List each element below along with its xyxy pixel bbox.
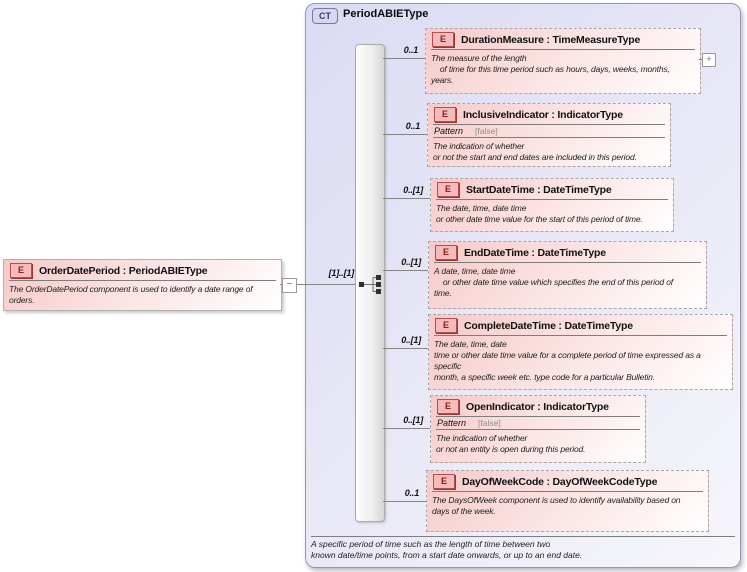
element-title: StartDateTime : DateTimeType: [466, 183, 612, 196]
element-annotation: The indication of whether or not the sta…: [433, 141, 637, 162]
element-icon: E: [437, 182, 459, 197]
divider: [433, 124, 665, 125]
element-annotation: The OrderDatePeriod component is used to…: [9, 284, 253, 305]
cardinality-label: 0..1: [403, 45, 418, 55]
cardinality-label: 0..1: [405, 121, 420, 131]
divider: [432, 491, 703, 492]
element-box-startdatetime[interactable]: E StartDateTime : DateTimeType The date,…: [430, 178, 674, 232]
connector-line: [383, 270, 428, 271]
divider: [436, 429, 640, 430]
element-icon: E: [435, 318, 457, 333]
element-box-dayofweekcode[interactable]: E DayOfWeekCode : DayOfWeekCodeType The …: [426, 470, 709, 532]
connector-line: [383, 501, 426, 502]
divider: [434, 335, 727, 336]
pattern-value: [false]: [475, 126, 498, 136]
element-header: E DayOfWeekCode : DayOfWeekCodeType: [427, 471, 708, 491]
collapse-toggle-icon[interactable]: −: [282, 278, 297, 293]
cardinality-label: 0..[1]: [403, 415, 423, 425]
element-header: E EndDateTime : DateTimeType: [429, 242, 706, 262]
element-annotation: The indication of whether or not an enti…: [436, 433, 586, 454]
complextype-title: PeriodABIEType: [343, 8, 429, 20]
divider: [311, 536, 735, 537]
divider: [431, 49, 695, 50]
element-icon: E: [433, 474, 455, 489]
connector-line: [699, 59, 703, 60]
element-header: E OrderDatePeriod : PeriodABIEType: [4, 260, 281, 280]
element-box-openindicator[interactable]: E OpenIndicator : IndicatorType Pattern …: [430, 395, 646, 463]
cardinality-label: [1]..[1]: [328, 268, 355, 278]
element-title: CompleteDateTime : DateTimeType: [464, 319, 633, 332]
connector-line: [280, 284, 362, 285]
element-annotation: The DaysOfWeek component is used to iden…: [432, 495, 681, 516]
element-header: E DurationMeasure : TimeMeasureType: [426, 29, 700, 49]
element-box-durationmeasure[interactable]: E DurationMeasure : TimeMeasureType The …: [425, 28, 701, 94]
sequence-icon[interactable]: [357, 272, 385, 296]
pattern-row: Pattern [false]: [428, 125, 670, 137]
connector-line: [383, 134, 427, 135]
divider: [9, 280, 276, 281]
pattern-label: Pattern: [437, 418, 467, 428]
element-title: DayOfWeekCode : DayOfWeekCodeType: [462, 475, 658, 488]
element-box-enddatetime[interactable]: E EndDateTime : DateTimeType A date, tim…: [428, 241, 707, 309]
connector-line: [383, 428, 430, 429]
element-header: E OpenIndicator : IndicatorType: [431, 396, 645, 416]
connector-line: [383, 58, 425, 59]
element-title: OpenIndicator : IndicatorType: [466, 400, 609, 413]
element-title: OrderDatePeriod : PeriodABIEType: [39, 264, 208, 277]
element-annotation: A date, time, date time or other date ti…: [434, 266, 673, 298]
element-box-completedatetime[interactable]: E CompleteDateTime : DateTimeType The da…: [428, 314, 733, 390]
cardinality-label: 0..1: [404, 488, 419, 498]
complextype-icon: CT: [312, 8, 338, 24]
pattern-row: Pattern [false]: [431, 417, 645, 429]
element-annotation: The measure of the length of time for th…: [431, 53, 670, 85]
complextype-annotation: A specific period of time such as the le…: [311, 539, 583, 560]
divider: [436, 416, 640, 417]
element-icon: E: [435, 245, 457, 260]
element-box-orderdateperiod[interactable]: E OrderDatePeriod : PeriodABIEType The O…: [3, 259, 282, 311]
element-icon: E: [434, 107, 456, 122]
element-header: E StartDateTime : DateTimeType: [431, 179, 673, 199]
element-title: InclusiveIndicator : IndicatorType: [463, 108, 623, 121]
element-icon: E: [10, 263, 32, 278]
element-title: EndDateTime : DateTimeType: [464, 246, 606, 259]
element-annotation: The date, time, date time or other date …: [436, 203, 643, 224]
element-annotation: The date, time, date time or other date …: [434, 339, 701, 382]
element-header: E InclusiveIndicator : IndicatorType: [428, 104, 670, 124]
element-header: E CompleteDateTime : DateTimeType: [429, 315, 732, 335]
divider: [434, 262, 701, 263]
divider: [433, 137, 665, 138]
connector-line: [383, 198, 430, 199]
divider: [436, 199, 668, 200]
pattern-label: Pattern: [434, 126, 464, 136]
element-title: DurationMeasure : TimeMeasureType: [461, 33, 641, 46]
cardinality-label: 0..[1]: [401, 257, 421, 267]
cardinality-label: 0..[1]: [401, 335, 421, 345]
element-icon: E: [432, 32, 454, 47]
expand-toggle-icon[interactable]: +: [702, 53, 716, 67]
cardinality-label: 0..[1]: [403, 185, 423, 195]
connector-line: [383, 348, 428, 349]
pattern-value: [false]: [478, 418, 501, 428]
element-box-inclusiveindicator[interactable]: E InclusiveIndicator : IndicatorType Pat…: [427, 103, 671, 167]
element-icon: E: [437, 399, 459, 414]
